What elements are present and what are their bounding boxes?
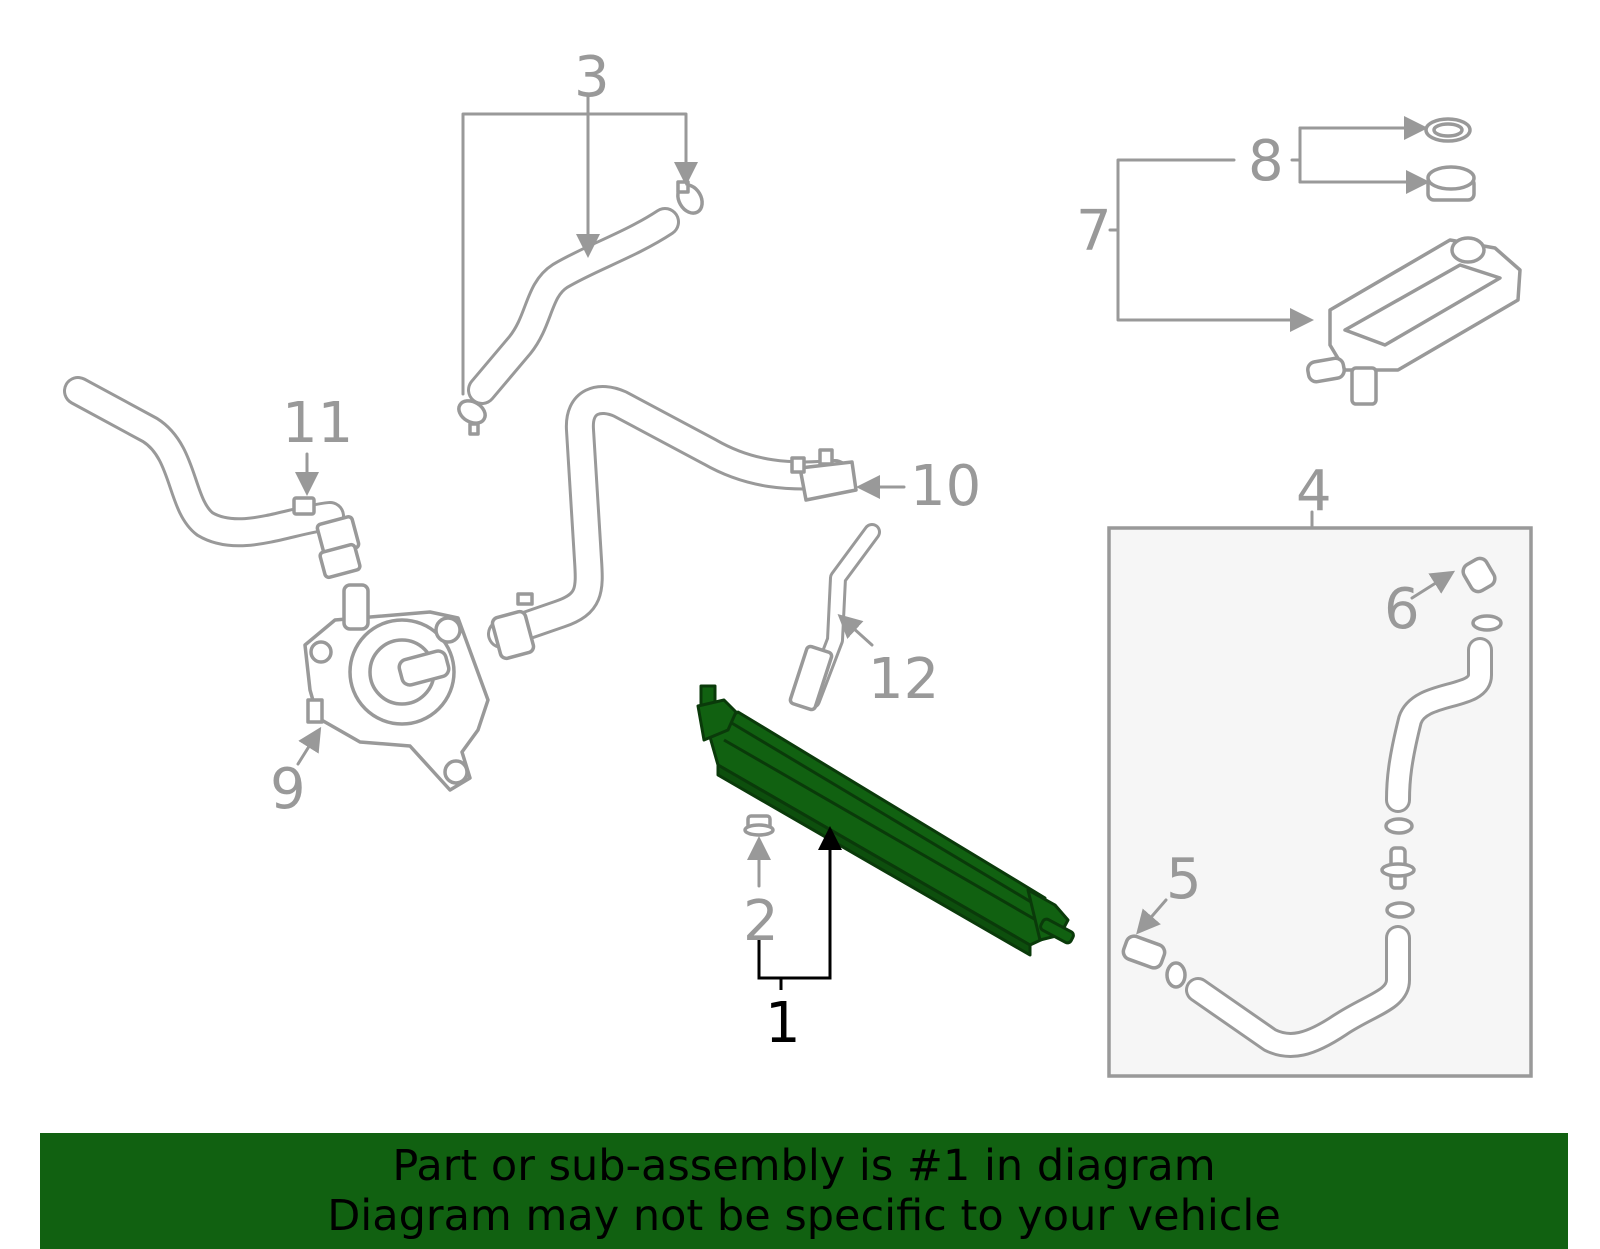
part-1-cooler bbox=[696, 684, 1075, 957]
banner-line-2: Diagram may not be specific to your vehi… bbox=[327, 1191, 1281, 1241]
part-3-hose bbox=[457, 180, 704, 436]
part-7-reservoir bbox=[1306, 236, 1522, 406]
part-8-cap-and-seal bbox=[1424, 117, 1476, 202]
info-banner: Part or sub-assembly is #1 in diagram Di… bbox=[40, 1133, 1568, 1249]
callout-2: 2 bbox=[743, 889, 779, 954]
callout-9: 9 bbox=[270, 757, 306, 822]
part-11-hose bbox=[63, 376, 362, 580]
callout-7: 7 bbox=[1076, 199, 1112, 264]
callout-1-leader bbox=[757, 826, 842, 990]
callout-12-leader bbox=[837, 613, 874, 647]
part-4-group bbox=[1107, 526, 1533, 1078]
group-box bbox=[1107, 526, 1533, 1078]
callout-7-8-leaders bbox=[1108, 116, 1430, 332]
callout-3-leader bbox=[461, 94, 698, 396]
part-2-drain-plug bbox=[743, 814, 775, 837]
part-12-pipe bbox=[788, 523, 881, 712]
callout-10: 10 bbox=[910, 454, 981, 519]
callout-11: 11 bbox=[282, 391, 353, 456]
callout-6-leader bbox=[1410, 570, 1456, 600]
callout-8: 8 bbox=[1248, 129, 1284, 194]
callout-4: 4 bbox=[1296, 459, 1332, 524]
callout-3: 3 bbox=[574, 45, 610, 110]
callout-5: 5 bbox=[1166, 847, 1202, 912]
callout-1: 1 bbox=[765, 991, 801, 1056]
part-10-hose bbox=[487, 385, 858, 661]
banner-line-1: Part or sub-assembly is #1 in diagram bbox=[392, 1141, 1216, 1191]
callout-6: 6 bbox=[1384, 577, 1420, 642]
callout-12: 12 bbox=[868, 647, 939, 712]
callout-9-leader bbox=[296, 726, 322, 766]
callout-5-leader bbox=[1136, 898, 1168, 935]
part-9-pump bbox=[303, 583, 490, 792]
